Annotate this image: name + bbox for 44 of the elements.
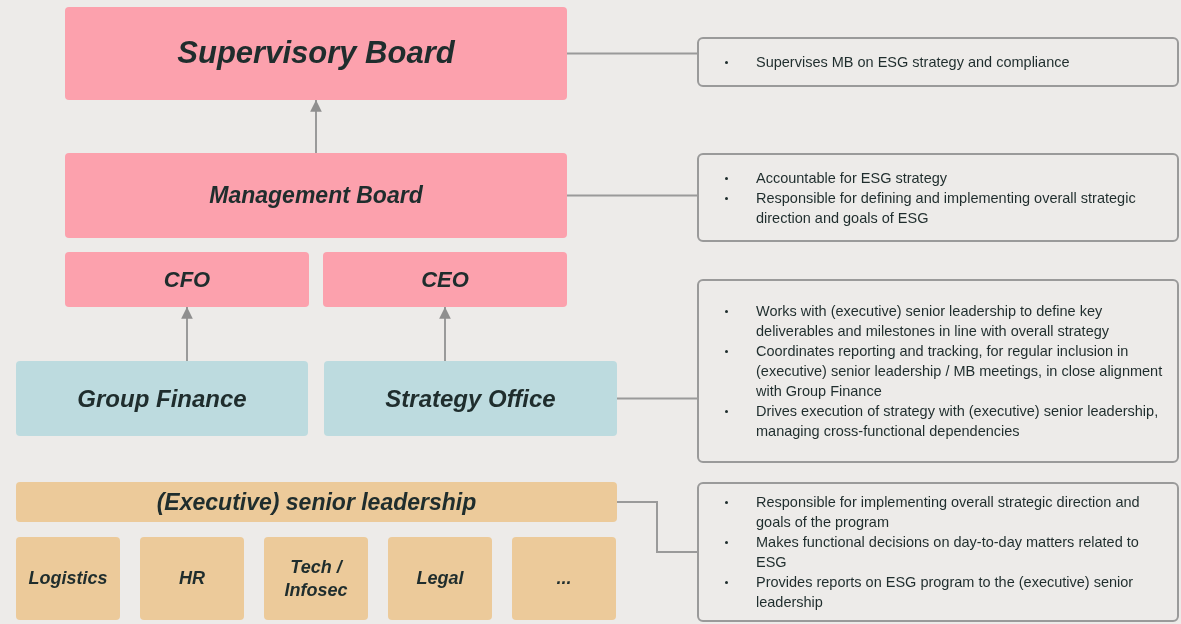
function-box: [264, 537, 368, 620]
description-text: Coordinates reporting and tracking, for regular inclusion in (executive) senior leadership / MB meetings, in close alignment with Group Finance: [756, 342, 1164, 401]
box-label: Legal: [416, 567, 464, 590]
role-box: [323, 252, 567, 307]
role-box: [65, 252, 309, 307]
description-text: Drives execution of strategy with (executive) senior leadership, managing cross-functional dependencies: [756, 402, 1160, 441]
box-label: Supervisory Board: [177, 34, 455, 73]
description-box: [697, 279, 1179, 463]
box-label: Group Finance: [77, 383, 247, 414]
description-text: Responsible for implementing overall strategic direction and goals of the program: [756, 493, 1141, 532]
function-box: [16, 537, 120, 620]
office-box: [16, 361, 308, 436]
description-text: Works with (executive) senior leadership to define key deliverables and milestones in line with overall strategy: [756, 302, 1110, 341]
arrow: [310, 99, 322, 154]
box-label: HR: [179, 567, 205, 590]
box-label: CFO: [163, 265, 211, 294]
connector-line: [566, 194, 698, 197]
connector-line: [616, 501, 698, 553]
description-text: Accountable for ESG strategy: [756, 168, 948, 188]
box-label: Strategy Office: [385, 383, 556, 414]
function-box: [16, 482, 617, 522]
box-label: Tech / Infosec: [283, 556, 349, 601]
arrow: [181, 306, 193, 362]
box-label: Management Board: [209, 181, 423, 210]
description-box: [697, 153, 1179, 242]
office-box: [324, 361, 617, 436]
description-text: Provides reports on ESG program to the (executive) senior leadership: [756, 573, 1135, 612]
description-text: Supervises MB on ESG strategy and compliance: [756, 53, 1071, 72]
connector-line: [616, 397, 698, 400]
function-box: [140, 537, 244, 620]
description-text: Responsible for defining and implementing overall strategic direction and goals of ESG: [756, 188, 1137, 228]
box-label: CEO: [421, 265, 469, 294]
connector-line: [566, 52, 698, 55]
description-box: [697, 37, 1179, 87]
function-box: [512, 537, 616, 620]
function-box: [388, 537, 492, 620]
arrow: [439, 306, 451, 362]
description-text: Makes functional decisions on day-to-day matters related to ESG: [756, 533, 1140, 572]
box-label: Logistics: [28, 567, 108, 590]
description-box: [697, 482, 1179, 622]
role-box: [65, 7, 567, 100]
box-label: (Executive) senior leadership: [156, 487, 477, 517]
box-label: ...: [556, 567, 572, 590]
role-box: [65, 153, 567, 238]
